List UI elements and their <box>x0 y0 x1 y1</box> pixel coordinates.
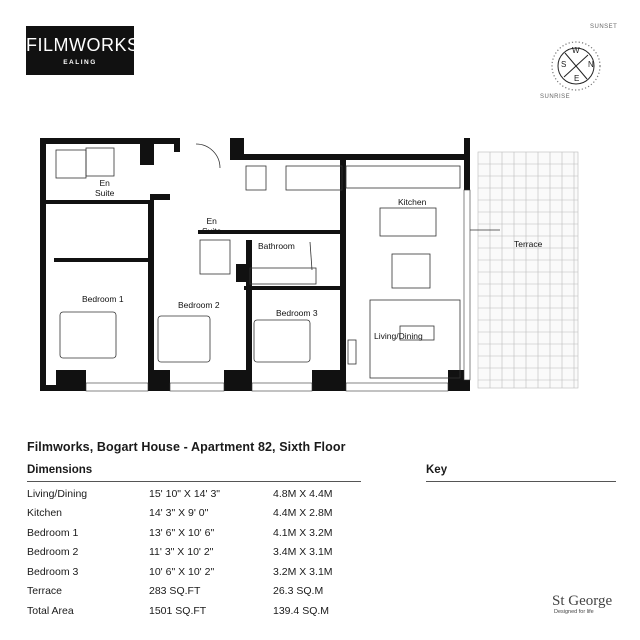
windows <box>85 189 471 392</box>
room-name: Living/Dining <box>27 487 88 500</box>
room-name: Total Area <box>27 604 74 617</box>
compass-west: W <box>572 46 580 55</box>
table-row: Bedroom 3 10' 6" X 10' 2" 3.2M X 3.1M <box>27 562 373 582</box>
terrace-tiles <box>477 151 579 389</box>
room-label-en-suite-2: En Suite <box>202 216 222 236</box>
imperial-size: 10' 6" X 10' 2" <box>149 565 215 578</box>
room-name: Bedroom 2 <box>27 546 79 559</box>
metric-size: 139.4 SQ.M <box>273 604 330 617</box>
compass-rose: SUNSET SUNRISE W S N E <box>540 22 626 104</box>
table-row: Bedroom 2 11' 3" X 10' 2" 3.4M X 3.1M <box>27 543 373 563</box>
imperial-size: 11' 3" X 10' 2" <box>149 546 214 559</box>
room-label-terrace: Terrace <box>514 239 543 249</box>
compass-sunset-label: SUNSET <box>590 24 618 30</box>
table-row: Terrace 283 SQ.FT 26.3 SQ.M <box>27 582 373 602</box>
metric-size: 26.3 SQ.M <box>273 585 324 598</box>
key-header: Key <box>426 464 448 476</box>
floor-plan: En Suite En Suite Bathroom Kitchen Terra… <box>0 130 640 400</box>
st-george-logo: St George Designed for life <box>552 593 613 616</box>
room-name: Terrace <box>27 585 63 598</box>
logo-location-text: EALING <box>63 59 97 66</box>
dimensions-header: Dimensions <box>27 464 93 476</box>
room-label-bedroom-1: Bedroom 1 <box>82 294 124 304</box>
imperial-size: 1501 SQ.FT <box>149 604 207 617</box>
compass-east: E <box>574 74 580 83</box>
table-row: Living/Dining 15' 10" X 14' 3" 4.8M X 4.… <box>27 484 373 504</box>
fittings <box>55 143 500 379</box>
room-label-living-dining: Living/Dining <box>374 331 423 341</box>
logo-brand-text: FILMWORKS <box>26 35 140 55</box>
filmworks-logo: FILMWORKS EALING <box>26 26 140 75</box>
metric-size: 4.4M X 2.8M <box>273 507 333 520</box>
room-label-bedroom-2: Bedroom 2 <box>178 300 220 310</box>
developer-name: St George <box>552 593 613 609</box>
metric-size: 4.8M X 4.4M <box>273 487 333 500</box>
room-label-en-suite-1: En Suite <box>95 178 115 198</box>
room-label-kitchen: Kitchen <box>398 197 427 207</box>
dimensions-table: Living/Dining 15' 10" X 14' 3" 4.8M X 4.… <box>27 484 373 621</box>
metric-size: 3.2M X 3.1M <box>273 565 333 578</box>
room-name: Bedroom 3 <box>27 565 79 578</box>
table-row: Kitchen 14' 3" X 9' 0" 4.4M X 2.8M <box>27 504 373 524</box>
key-rule <box>426 481 616 482</box>
imperial-size: 14' 3" X 9' 0" <box>149 507 209 520</box>
apartment-title: Filmworks, Bogart House - Apartment 82, … <box>27 440 346 454</box>
compass-north: N <box>588 60 594 69</box>
dimensions-rule <box>27 481 361 482</box>
room-label-bedroom-3: Bedroom 3 <box>276 308 318 318</box>
table-row: Bedroom 1 13' 6" X 10' 6" 4.1M X 3.2M <box>27 523 373 543</box>
metric-size: 3.4M X 3.1M <box>273 546 333 559</box>
compass-south: S <box>561 60 567 69</box>
developer-tagline: Designed for life <box>554 609 594 615</box>
compass-icon <box>551 41 601 91</box>
metric-size: 4.1M X 3.2M <box>273 526 333 539</box>
room-label-bathroom: Bathroom <box>258 241 295 251</box>
room-name: Kitchen <box>27 507 63 520</box>
imperial-size: 283 SQ.FT <box>149 585 201 598</box>
imperial-size: 15' 10" X 14' 3" <box>149 487 221 500</box>
floor-plan-drawing <box>40 138 579 392</box>
compass-sunrise-label: SUNRISE <box>540 94 571 100</box>
table-row: Total Area 1501 SQ.FT 139.4 SQ.M <box>27 601 373 621</box>
room-name: Bedroom 1 <box>27 526 79 539</box>
imperial-size: 13' 6" X 10' 6" <box>149 526 215 539</box>
